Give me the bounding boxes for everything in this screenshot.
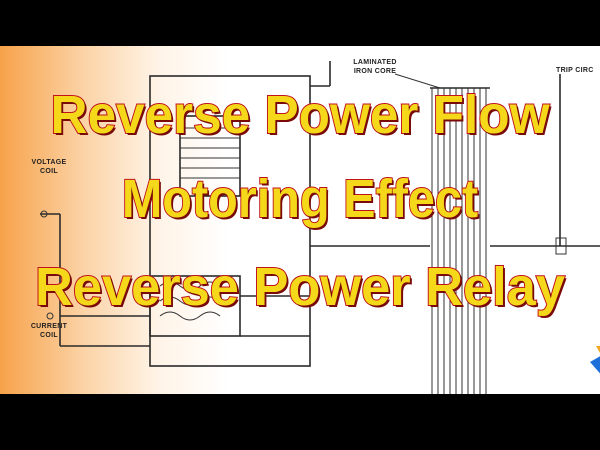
title-line-2: Motoring Effect bbox=[121, 168, 479, 230]
channel-logo-icon bbox=[590, 346, 600, 374]
trip-circuit-label: TRIP CIRC bbox=[556, 67, 594, 74]
top-letterbox bbox=[0, 0, 600, 46]
title-line-3: Reverse Power Relay bbox=[34, 256, 566, 318]
laminated-iron-core-label: LAMINATED IRON CORE bbox=[353, 59, 397, 75]
current-coil-label: CURRENT COIL bbox=[30, 323, 68, 339]
bottom-letterbox bbox=[0, 394, 600, 450]
voltage-coil-label: VOLTAGE COIL bbox=[31, 159, 67, 175]
relay-circuit-diagram bbox=[40, 61, 600, 394]
thumbnail-panel: LAMINATED IRON CORE TRIP CIRC VOLTAGE CO… bbox=[0, 46, 600, 394]
title-line-1: Reverse Power Flow bbox=[50, 84, 551, 146]
